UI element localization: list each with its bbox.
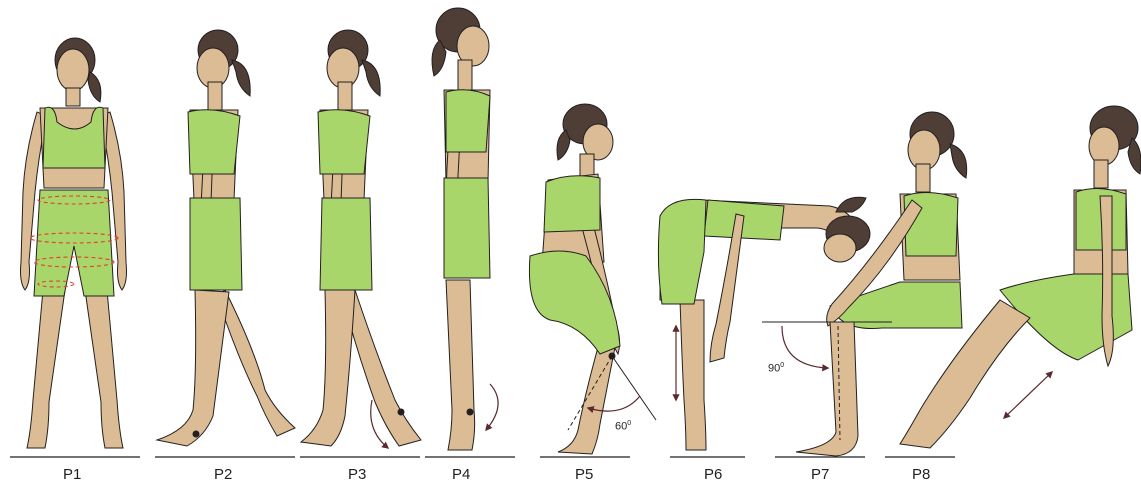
p7-angle-label: 900 [768,362,784,375]
figure-p2 [157,30,295,446]
pose-label-p3: P3 [348,466,366,483]
figure-p1 [21,38,127,448]
pose-label-p6: P6 [704,466,722,483]
figure-p4 [432,8,498,450]
p5-angle-label: 600 [615,420,631,433]
pose-label-p7: P7 [811,466,829,483]
figure-p3 [301,30,421,448]
pose-label-p8: P8 [912,466,930,483]
pose-label-p4: P4 [452,466,470,483]
pose-label-p5: P5 [575,466,593,483]
figure-p5 [529,104,656,454]
pose-label-p2: P2 [214,466,232,483]
pose-label-p1: P1 [63,466,81,483]
